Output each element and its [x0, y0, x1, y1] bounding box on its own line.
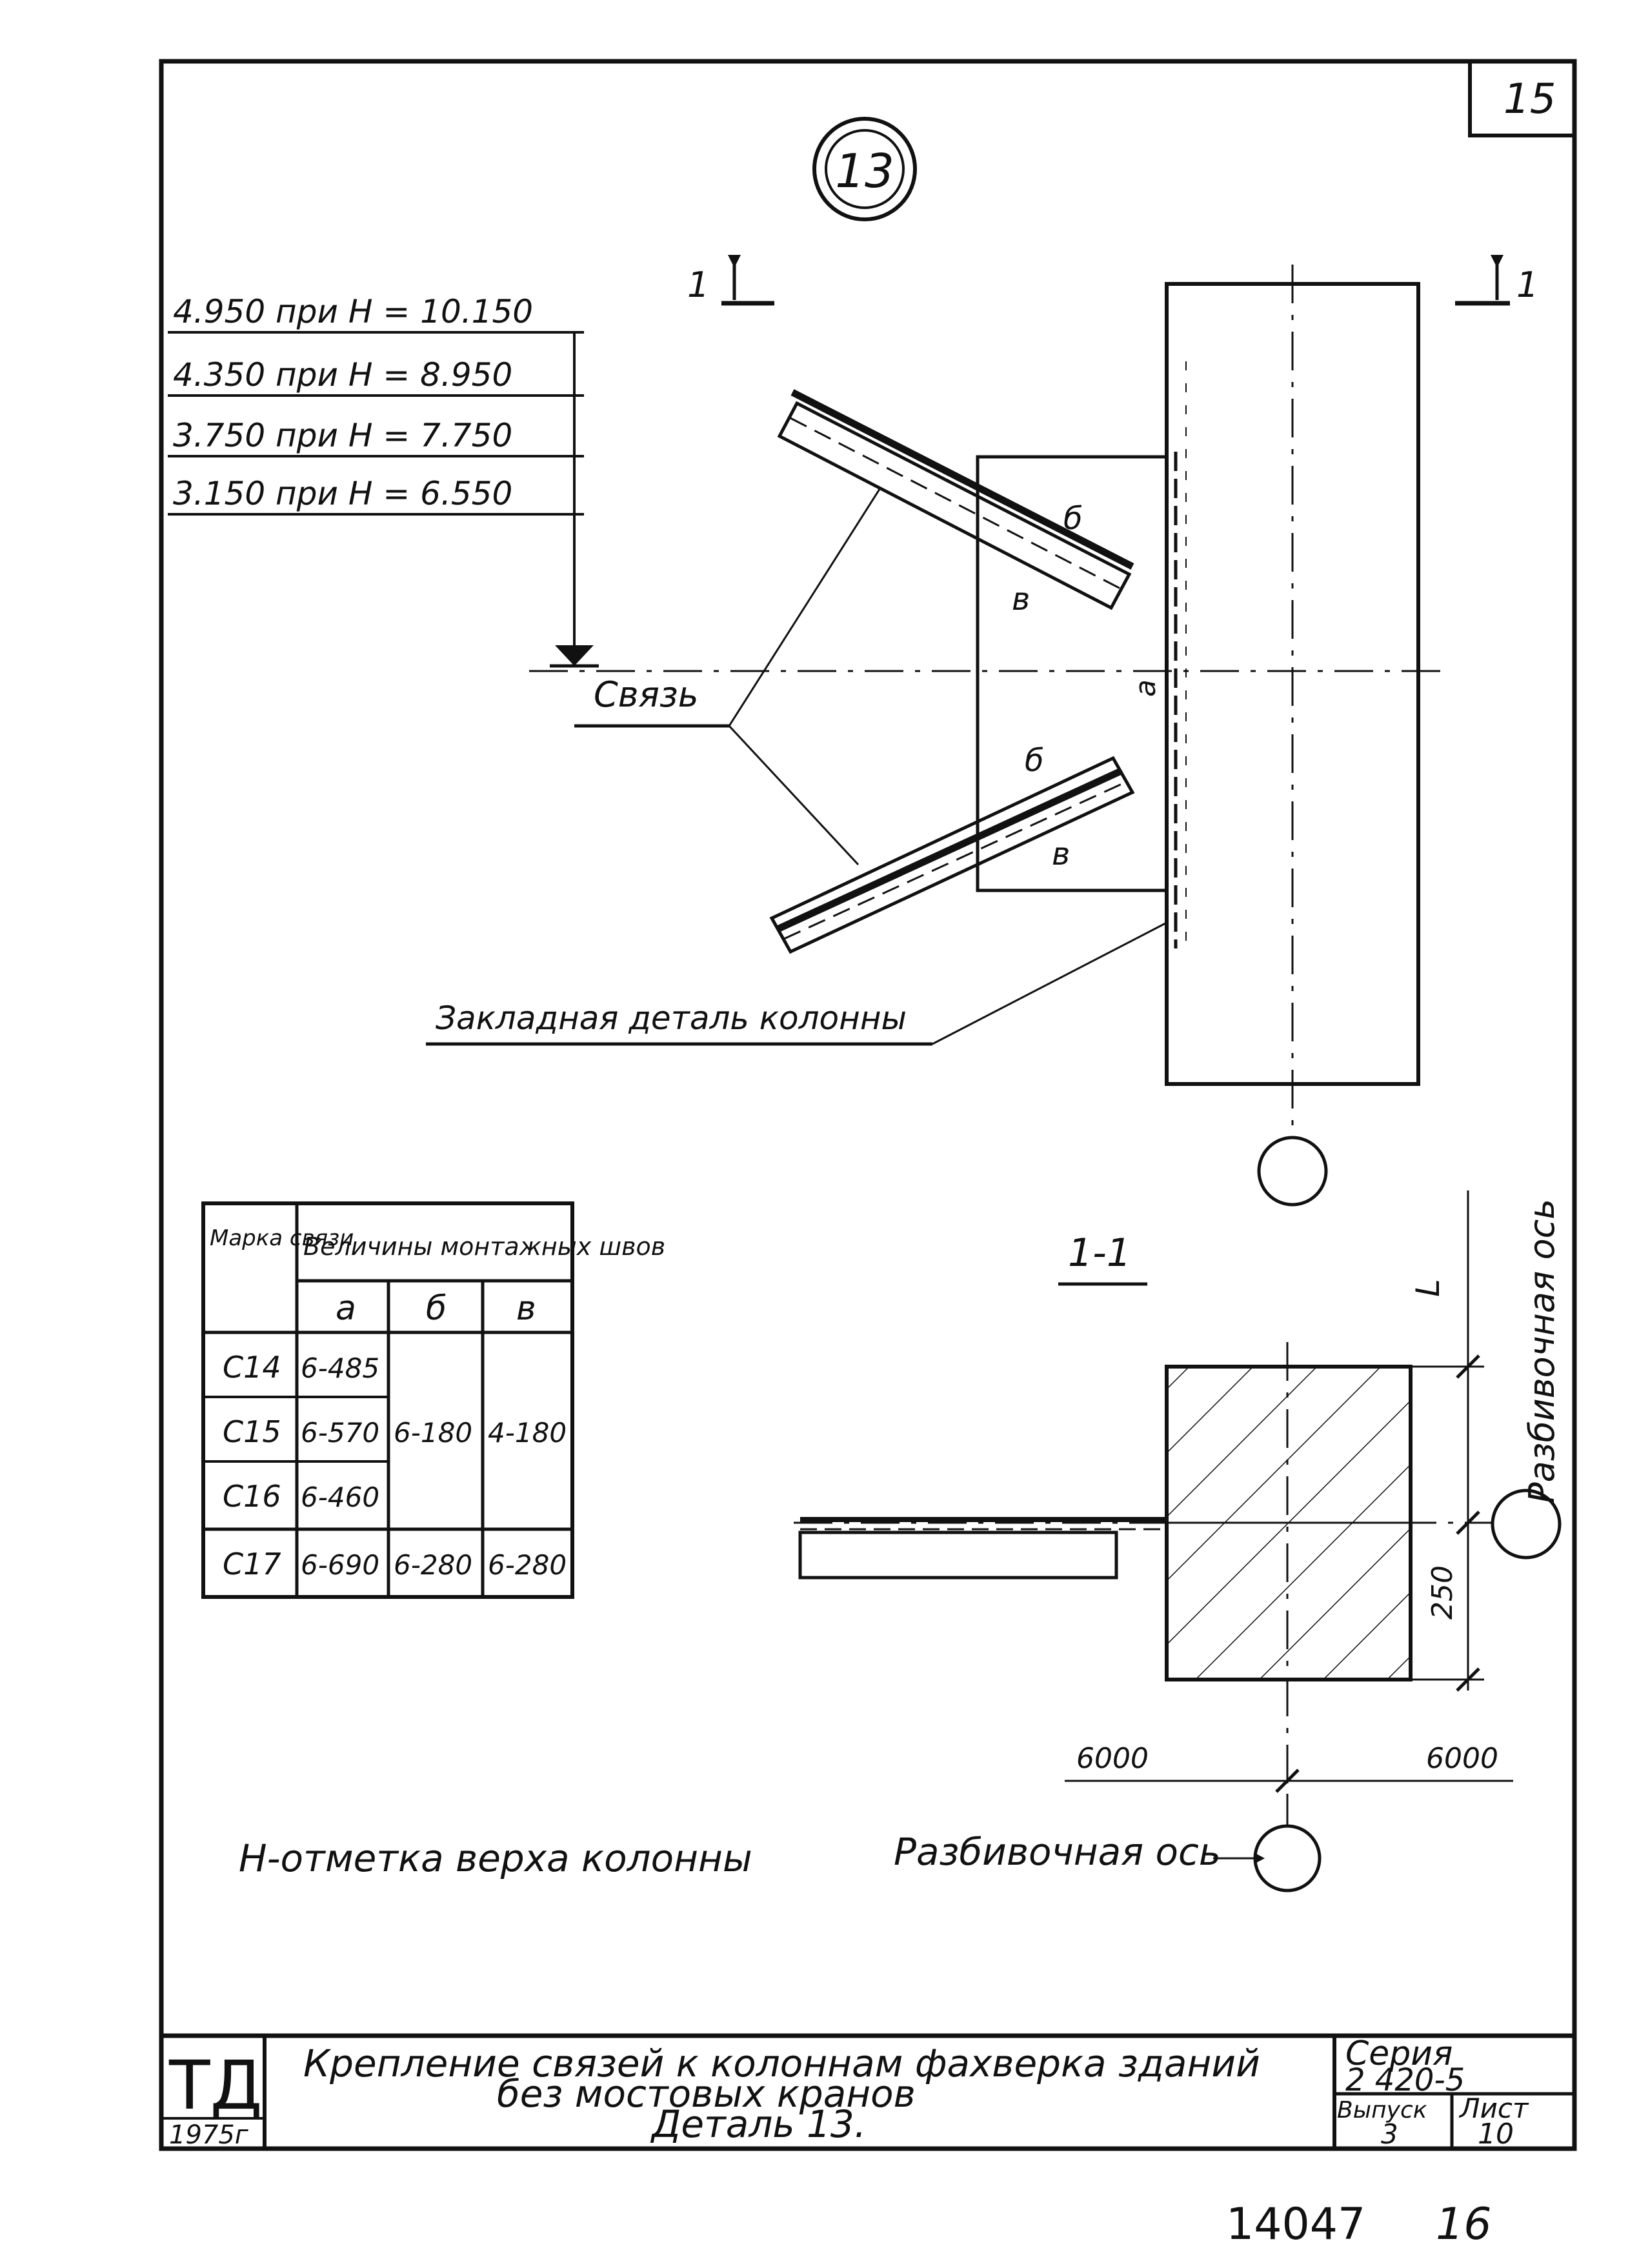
series-label: Серия: [1345, 2034, 1453, 2073]
axis-bubble-right: Разбивочная ось: [1484, 1199, 1562, 1560]
brace-section: [798, 1517, 1167, 1580]
weld-mark-b-upper: б: [1063, 501, 1083, 537]
section-cut-mark-right: 1: [1455, 255, 1538, 306]
level-mark-icon: [555, 645, 594, 666]
dim-L: L: [1409, 1279, 1447, 1297]
column-section: [794, 1342, 1484, 1794]
weld-mark-a: а: [1129, 679, 1162, 697]
dim-span-right: 6000: [1426, 1742, 1498, 1775]
section-title: 1-1: [1068, 1230, 1131, 1276]
axis-label-vertical: Разбивочная ось: [1522, 1199, 1562, 1503]
table-row-b: 6-280: [394, 1549, 472, 1581]
table-header-mark: Марка связи: [210, 1225, 354, 1251]
elevation-2: 4.350 при H = 8.950: [173, 356, 512, 394]
title-line-3: Деталь 13.: [650, 2102, 866, 2146]
archive-page: 16: [1436, 2199, 1492, 2250]
dim-span-left: 6000: [1076, 1742, 1149, 1775]
section-1-1-title: 1-1: [1058, 1230, 1147, 1286]
embedded-part-label: Закладная деталь колонны: [436, 999, 907, 1037]
drawing-frame: [159, 59, 1577, 2151]
table-subheader-a: а: [336, 1289, 356, 1328]
sheet-value: 10: [1478, 2118, 1514, 2151]
sheet-number-box: 15: [1468, 61, 1574, 137]
elevation-3: 3.750 при H = 7.750: [173, 417, 512, 454]
table-row-a: 6-690: [301, 1549, 379, 1581]
sheet-label: Лист: [1458, 2092, 1529, 2124]
issue-label: Выпуск: [1337, 2097, 1427, 2123]
table-subheader-b: б: [426, 1289, 447, 1328]
title-year: 1975г: [169, 2120, 249, 2150]
table-row-a: 6-460: [301, 1481, 379, 1513]
table-row-v: 6-280: [488, 1549, 567, 1581]
detail-number: 13: [835, 144, 894, 198]
series-value: 2 420-5: [1345, 2062, 1465, 2098]
title-line-2: без мостовых кранов: [497, 2072, 916, 2116]
weld-mark-v-lower: в: [1052, 836, 1070, 872]
weld-mark-b-lower: б: [1025, 743, 1044, 779]
weld-table: Марка связи Величины монтажных швов а б …: [201, 1201, 665, 1599]
title-block: ТД 1975г Крепление связей к колоннам фах…: [161, 2033, 1574, 2151]
gusset-plate: [976, 455, 1167, 892]
brace-upper: [777, 389, 1134, 610]
brace-callout: Связь: [574, 487, 882, 866]
table-merged-b: 6-180: [394, 1417, 472, 1449]
detail-marker: 13: [812, 117, 917, 221]
table-row-mark: С14: [223, 1350, 281, 1385]
section-cut-mark-left: 1: [687, 255, 774, 306]
table-row-mark: С15: [223, 1414, 281, 1449]
table-header-values: Величины монтажных швов: [303, 1232, 665, 1261]
sheet-number: 15: [1503, 75, 1556, 123]
h-note: H-отметка верха колонны: [239, 1836, 752, 1880]
title-line-1: Крепление связей к колоннам фахверка зда…: [303, 2042, 1260, 2085]
section-dimensions: L 250 6000 6000: [1065, 1190, 1513, 1793]
column-elevation: [1165, 265, 1420, 1136]
table-row-a: 6-485: [301, 1352, 379, 1384]
weld-mark-v-upper: в: [1012, 581, 1030, 617]
table-row-mark: С17: [223, 1547, 281, 1581]
issue-value: 3: [1381, 2118, 1398, 2150]
axis-note-label: Разбивочная ось: [894, 1830, 1221, 1874]
table-header-mark-text: Марка связи: [210, 1225, 354, 1251]
table-merged-v: 4-180: [488, 1417, 567, 1449]
table-subheader-v: в: [516, 1289, 536, 1328]
embedded-part-callout: Закладная деталь колонны: [426, 921, 1167, 1046]
table-row-mark: С16: [223, 1479, 281, 1514]
archive-number: 14047: [1226, 2199, 1365, 2250]
dim-250: 250: [1426, 1565, 1459, 1620]
brace-label: Связь: [594, 674, 699, 715]
axis-note: Разбивочная ось: [894, 1830, 1265, 1874]
brace-lower: [769, 756, 1135, 954]
section-cut-label-left: 1: [687, 265, 709, 305]
title-logo: ТД: [168, 2046, 263, 2125]
elevation-labels: 4.950 при H = 10.150 4.350 при H = 8.950…: [168, 293, 599, 668]
elevation-4: 3.150 при H = 6.550: [173, 475, 512, 512]
table-row-a: 6-570: [301, 1417, 379, 1449]
axis-bubble-column: [1257, 1136, 1328, 1207]
elevation-1: 4.950 при H = 10.150: [173, 293, 533, 330]
section-cut-label-right: 1: [1516, 265, 1538, 305]
